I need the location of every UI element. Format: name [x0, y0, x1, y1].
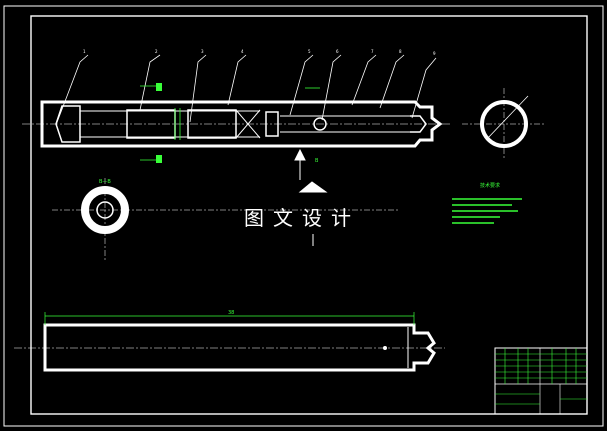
tech-requirements-title: 技术要求 [480, 182, 500, 189]
end-view [462, 88, 545, 160]
svg-text:7: 7 [371, 49, 374, 54]
overall-dimension-label: 38 [228, 310, 234, 316]
svg-text:2: 2 [155, 49, 158, 54]
tech-requirements-lines [452, 198, 522, 224]
view-label: B [315, 158, 319, 164]
section-bb-view [52, 178, 158, 262]
svg-text:6: 6 [336, 49, 339, 54]
drawing-frame [3, 5, 604, 427]
main-section-view [22, 100, 450, 148]
svg-text:5: 5 [308, 49, 311, 54]
part-numbers: 1 2 3 4 5 6 7 8 9 [83, 49, 436, 56]
overall-dimension [44, 312, 415, 325]
bottom-view-hole [383, 346, 387, 350]
svg-text:3: 3 [201, 49, 204, 54]
svg-text:4: 4 [241, 49, 244, 54]
section-markers [156, 83, 162, 163]
svg-text:1: 1 [83, 49, 86, 54]
section-label: B—B [99, 179, 111, 185]
svg-text:9: 9 [433, 51, 436, 56]
hatch-green [140, 85, 320, 161]
surface-mark [298, 181, 328, 193]
title-block [494, 347, 588, 415]
part-leaders [55, 54, 437, 126]
view-arrow [294, 148, 306, 180]
bottom-view [14, 323, 445, 372]
watermark-text: 图文设计 [244, 206, 360, 230]
svg-text:8: 8 [399, 49, 402, 54]
